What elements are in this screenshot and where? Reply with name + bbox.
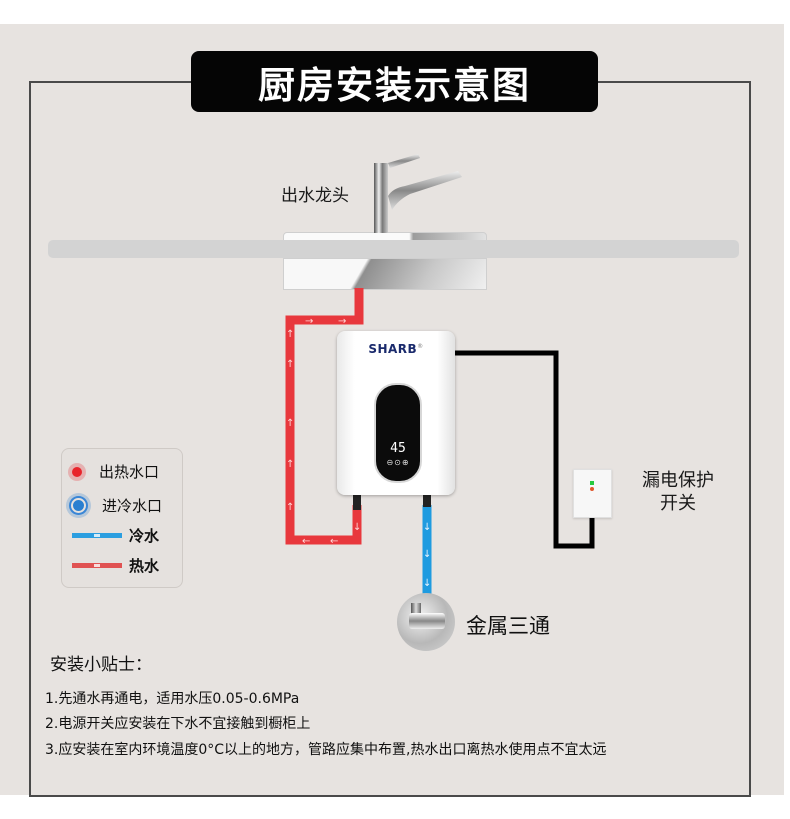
svg-text:↓: ↓ xyxy=(423,522,431,533)
svg-text:→: → xyxy=(305,316,313,327)
leakage-switch-label: 漏电保护 开关 xyxy=(628,469,728,515)
temperature-readout: 45 xyxy=(390,441,406,456)
blue-line-icon xyxy=(72,533,122,538)
leakage-switch-icon xyxy=(573,469,612,518)
legend-label: 进冷水口 xyxy=(102,497,163,515)
registered-mark: ® xyxy=(417,343,424,350)
tips-title: 安装小贴士： xyxy=(50,655,152,675)
svg-text:→: → xyxy=(338,316,346,327)
countertop xyxy=(48,240,739,258)
leakage-switch-label-line1: 漏电保护 xyxy=(642,470,714,491)
red-line-icon xyxy=(72,563,122,568)
title-banner: 厨房安装示意图 xyxy=(191,51,598,112)
svg-text:↑: ↑ xyxy=(286,359,294,370)
svg-text:↑: ↑ xyxy=(286,418,294,429)
blue-dot-icon xyxy=(71,498,86,513)
hot-water-pipe xyxy=(285,288,364,545)
control-buttons-icon: ⊖⊙⊕ xyxy=(386,458,410,467)
svg-text:↓: ↓ xyxy=(423,578,431,589)
brand-name: SHARB xyxy=(368,342,418,356)
svg-text:↑: ↑ xyxy=(286,459,294,470)
svg-text:↑: ↑ xyxy=(286,502,294,513)
legend-item-cold-water: 冷水 xyxy=(62,525,159,546)
tip-item: 2.电源开关应安装在下水不宜接触到橱柜上 xyxy=(45,716,311,732)
faucet-label: 出水龙头 xyxy=(281,186,349,206)
heater-brand: SHARB® xyxy=(337,342,455,356)
valve-body xyxy=(409,613,445,629)
tip-item: 3.应安装在室内环境温度0°C以上的地方，管路应集中布置,热水出口离热水使用点不… xyxy=(45,742,607,758)
legend-label: 冷水 xyxy=(129,527,160,545)
leakage-switch-label-line2: 开关 xyxy=(660,493,696,514)
power-cable xyxy=(452,350,595,549)
red-dot-icon xyxy=(72,466,82,477)
svg-text:↓: ↓ xyxy=(353,522,361,533)
red-led-icon xyxy=(590,487,594,491)
legend: 出热水口 进冷水口 冷水 热水 xyxy=(61,448,183,588)
svg-text:←: ← xyxy=(330,536,338,547)
tee-valve-label: 金属三通 xyxy=(466,614,550,638)
legend-item-hot-water: 热水 xyxy=(62,555,159,576)
water-heater: SHARB® 45 ⊖⊙⊕ xyxy=(337,331,455,495)
sink-basin xyxy=(283,258,487,290)
legend-label: 出热水口 xyxy=(99,463,160,481)
legend-label: 热水 xyxy=(129,557,160,575)
svg-text:↑: ↑ xyxy=(286,329,294,340)
legend-item-hot-outlet: 出热水口 xyxy=(62,461,159,482)
green-led-icon xyxy=(590,481,594,485)
heater-display: 45 ⊖⊙⊕ xyxy=(374,383,422,483)
legend-item-cold-inlet: 进冷水口 xyxy=(62,495,162,516)
tee-valve-icon xyxy=(397,593,455,651)
page-title: 厨房安装示意图 xyxy=(258,63,531,107)
svg-text:←: ← xyxy=(302,536,310,547)
svg-text:↓: ↓ xyxy=(423,549,431,560)
tip-item: 1.先通水再通电，适用水压0.05-0.6MPa xyxy=(45,691,300,707)
